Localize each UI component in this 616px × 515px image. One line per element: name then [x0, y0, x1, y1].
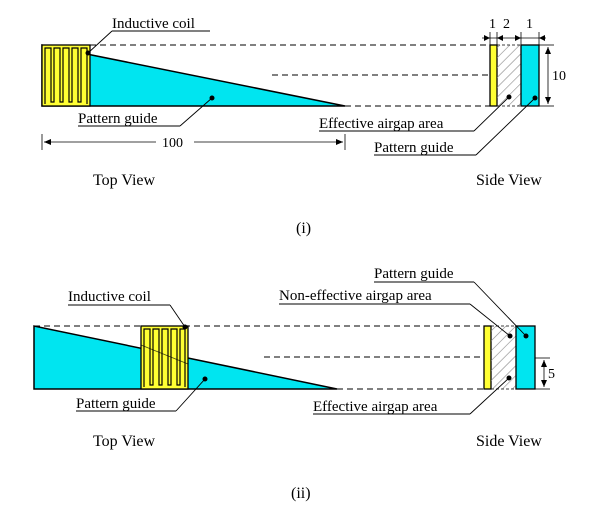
svg-text:Non-effective airgap area: Non-effective airgap area	[279, 288, 432, 304]
top-dimensions-i: 1 2 1	[482, 17, 546, 45]
panel-i: 1 2 1 10 Inductive coil Pattern guide	[41, 16, 566, 237]
height-dimension-ii: 5	[535, 357, 555, 390]
svg-text:Inductive coil: Inductive coil	[68, 289, 151, 305]
top-view-label-i: Top View	[93, 172, 156, 189]
side-coil-ii	[483, 325, 492, 390]
dim-coil-width-i: 1	[489, 17, 496, 32]
label-pattern-guide-side-ii: Pattern guide	[374, 266, 529, 339]
dim-gap-i: 2	[503, 17, 510, 32]
label-effective-airgap-i: Effective airgap area	[319, 94, 512, 132]
label-effective-airgap-ii: Effective airgap area	[313, 375, 512, 415]
inductive-coil-ii	[140, 325, 189, 390]
panel-ii: 5 Pattern guide Non-effective airgap are…	[33, 266, 555, 502]
svg-text:Pattern guide: Pattern guide	[78, 111, 158, 127]
side-guide-ii	[515, 325, 536, 390]
label-non-effective-airgap-ii: Non-effective airgap area	[279, 288, 513, 339]
dim-length-i: 100	[162, 136, 183, 151]
dim-guide-width-i: 1	[526, 17, 533, 32]
side-view-label-ii: Side View	[476, 433, 542, 450]
label-pattern-guide-side-i: Pattern guide	[374, 95, 538, 156]
height-dimension-i: 10	[539, 44, 566, 107]
side-view-label-i: Side View	[476, 172, 542, 189]
svg-text:Pattern guide: Pattern guide	[76, 396, 156, 412]
length-dimension-i: 100	[41, 134, 346, 151]
label-pattern-guide-i: Pattern guide	[78, 95, 215, 127]
caption-ii: (ii)	[291, 485, 311, 502]
label-pattern-guide-ii: Pattern guide	[76, 376, 208, 412]
svg-text:Inductive coil: Inductive coil	[112, 16, 195, 32]
side-guide-i	[520, 44, 540, 107]
svg-text:Pattern guide: Pattern guide	[374, 140, 454, 156]
label-inductive-coil-ii: Inductive coil	[68, 289, 188, 330]
side-coil-i	[489, 44, 498, 107]
caption-i: (i)	[296, 220, 311, 237]
inductive-coil-i	[41, 44, 91, 107]
label-inductive-coil-i: Inductive coil	[85, 16, 210, 56]
dim-height-i: 10	[552, 69, 566, 84]
svg-text:Effective airgap area: Effective airgap area	[313, 399, 438, 415]
svg-text:Effective airgap area: Effective airgap area	[319, 116, 444, 132]
svg-text:Pattern guide: Pattern guide	[374, 266, 454, 282]
top-view-label-ii: Top View	[93, 433, 156, 450]
dim-height-ii: 5	[548, 367, 555, 382]
